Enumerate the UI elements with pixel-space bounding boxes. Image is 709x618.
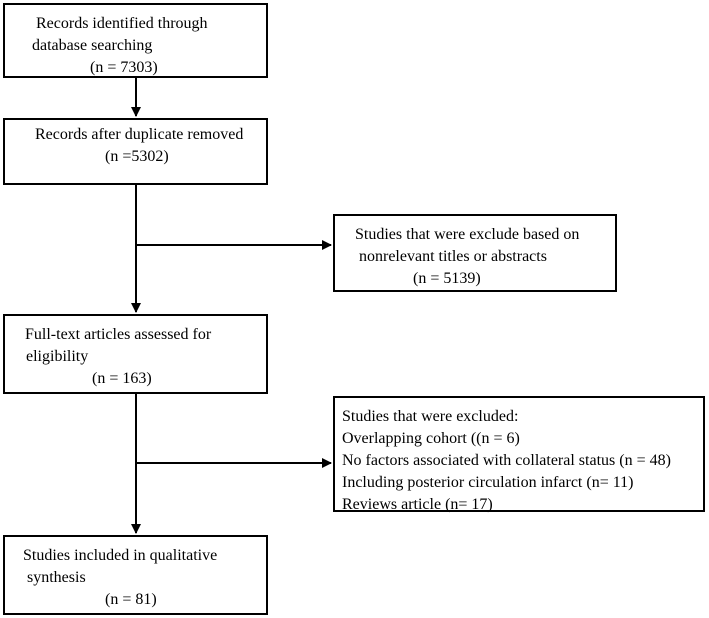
excluded-titles-box: Studies that were exclude based on nonre… [333,214,617,292]
box-text-line: synthesis [27,569,86,586]
box-count: (n = 163) [92,370,152,387]
exclusion-reason: Reviews article (n= 17) [342,496,493,513]
box-text-line: nonrelevant titles or abstracts [359,248,547,265]
box-text-line: Full-text articles assessed for [25,326,212,343]
box-count: (n = 5139) [413,270,481,287]
box-count: (n = 81) [105,591,157,608]
exclusion-reason: No factors associated with collateral st… [342,452,671,469]
box-text-line: Records after duplicate removed [35,126,244,143]
records-identified-box: Records identified through database sear… [3,3,268,78]
fulltext-assessed-box: Full-text articles assessed for eligibil… [3,314,268,394]
exclusion-reason: Overlapping cohort ((n = 6) [342,430,520,447]
exclusion-reason: Including posterior circulation infarct … [342,474,634,491]
box-count: (n =5302) [105,148,169,165]
box-text-line: database searching [32,37,153,54]
box-text-line: Studies included in qualitative [23,547,218,564]
excluded-studies-box: Studies that were excluded: Overlapping … [333,396,705,513]
box-text-line: eligibility [26,348,89,365]
box-heading: Studies that were excluded: [342,408,519,425]
box-text-line: Records identified through [36,15,208,32]
duplicates-removed-box: Records after duplicate removed (n =5302… [3,118,268,185]
box-text-line: Studies that were exclude based on [355,226,580,243]
studies-included-box: Studies included in qualitative synthesi… [3,535,268,615]
box-count: (n = 7303) [90,59,158,76]
